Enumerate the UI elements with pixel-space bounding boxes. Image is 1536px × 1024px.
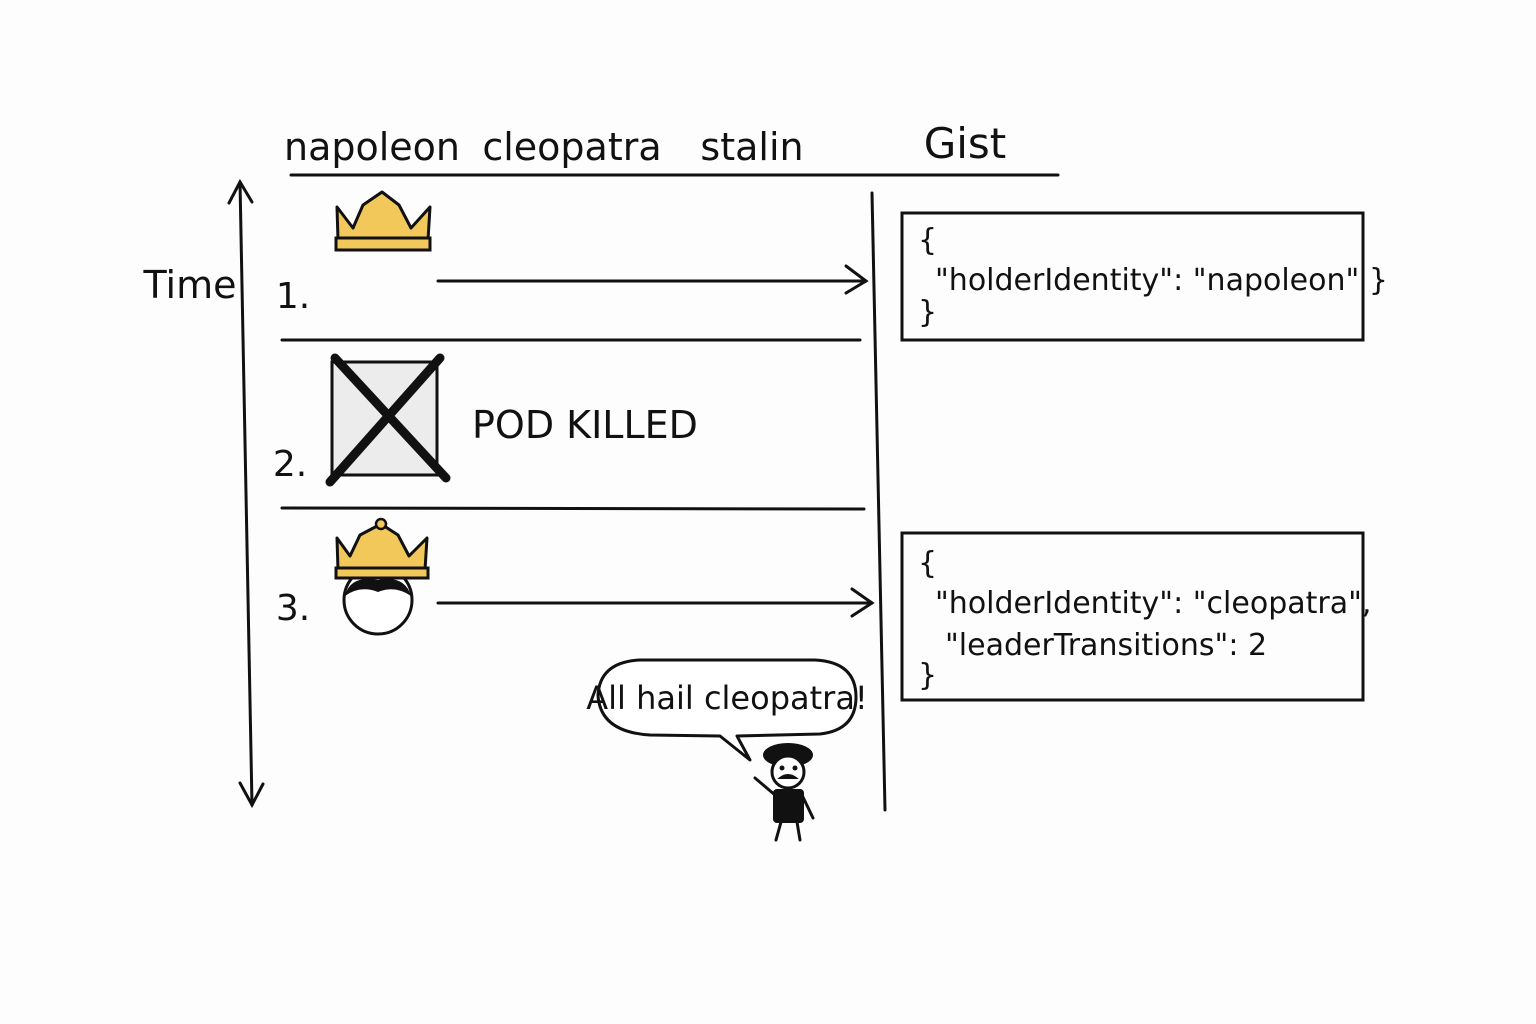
- column-header-gist: Gist: [924, 119, 1007, 168]
- crown-icon: [334, 190, 432, 252]
- pod-killed-label: POD KILLED: [472, 403, 698, 447]
- json-line: "holderIdentity": "napoleon" }: [935, 263, 1388, 298]
- json-line: "leaderTransitions": 2: [945, 628, 1267, 663]
- json-close-brace: }: [918, 658, 937, 693]
- column-header-cleopatra: cleopatra: [482, 125, 661, 169]
- arrow-to-gist: [436, 587, 875, 618]
- killed-pod-icon: [325, 353, 451, 487]
- gist-box: [900, 211, 1365, 342]
- gist-box: [900, 531, 1365, 702]
- stalin-figure-icon: [753, 743, 815, 842]
- json-line: "holderIdentity": "cleopatra",: [935, 586, 1371, 621]
- gist-divider: [870, 191, 887, 812]
- speech-bubble-text: All hail cleopatra!: [586, 679, 868, 717]
- time-axis-label: Time: [143, 263, 237, 307]
- step-number: 2.: [273, 444, 307, 485]
- json-open-brace: {: [918, 223, 937, 258]
- column-header-stalin: stalin: [700, 125, 803, 169]
- row-separator: [280, 506, 866, 511]
- step-number: 3.: [276, 588, 310, 629]
- column-header-napoleon: napoleon: [284, 125, 460, 169]
- step-number: 1.: [276, 276, 310, 317]
- json-open-brace: {: [918, 546, 937, 581]
- arrow-to-gist: [436, 264, 869, 295]
- json-close-brace: }: [918, 295, 937, 330]
- speech-bubble: [596, 658, 858, 762]
- cleopatra-crowned-icon: [334, 517, 430, 636]
- time-axis-arrow: [227, 178, 265, 809]
